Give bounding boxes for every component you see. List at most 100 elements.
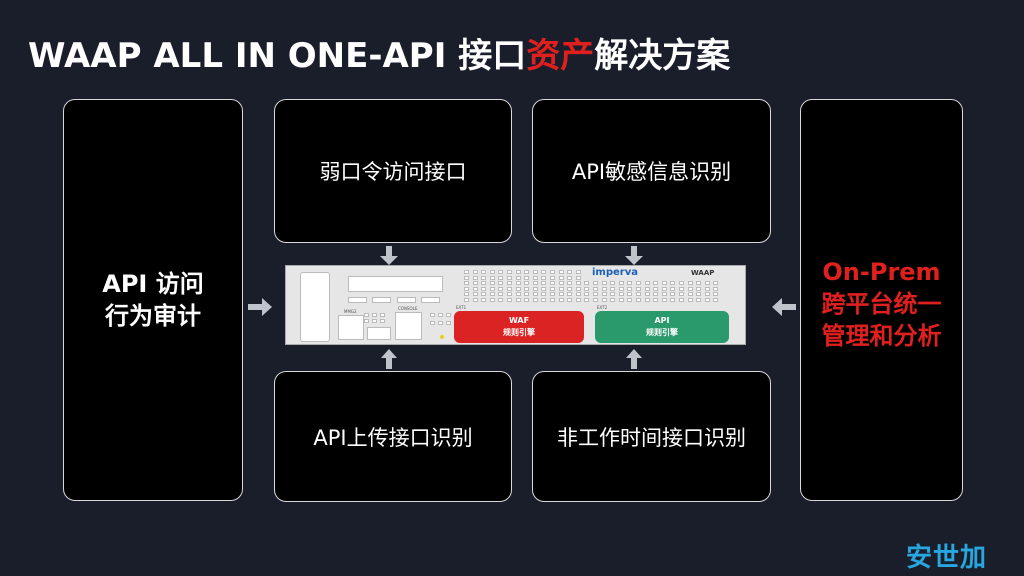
port [464, 275, 469, 280]
port [679, 292, 684, 297]
port [618, 281, 624, 286]
port [498, 298, 504, 302]
port [472, 298, 478, 302]
port [567, 286, 573, 291]
port [713, 281, 719, 286]
arrow-right-icon [248, 298, 272, 316]
port [696, 281, 702, 286]
port [464, 292, 469, 297]
port [575, 286, 581, 291]
indicator [446, 313, 451, 317]
port [601, 286, 607, 291]
port [481, 270, 487, 274]
port [524, 270, 530, 274]
port [636, 286, 641, 291]
port [670, 298, 676, 302]
port [489, 292, 495, 297]
port [575, 275, 581, 280]
port [575, 281, 581, 286]
port [687, 292, 693, 297]
ext2-label: EXT2 [597, 305, 608, 310]
port [489, 270, 495, 274]
port [481, 281, 487, 286]
port [687, 281, 693, 286]
port [696, 292, 702, 297]
port [696, 298, 702, 302]
port [653, 286, 659, 291]
port [481, 275, 487, 280]
port [610, 292, 616, 297]
ext1-label: EXT1 [456, 305, 467, 310]
port [558, 298, 564, 302]
indicator [438, 321, 443, 325]
port [704, 286, 710, 291]
port [644, 286, 650, 291]
port [515, 286, 521, 291]
port [532, 286, 538, 291]
port [584, 292, 590, 297]
indicator [364, 319, 369, 323]
port [593, 281, 598, 286]
indicator [380, 313, 385, 317]
port [567, 275, 573, 280]
port [558, 281, 564, 286]
port [575, 270, 581, 274]
port [498, 292, 504, 297]
port [489, 298, 495, 302]
port [567, 298, 573, 302]
port [498, 275, 504, 280]
port [696, 286, 702, 291]
port [653, 292, 659, 297]
port [627, 281, 633, 286]
port [661, 292, 667, 297]
weak-password-box: 弱口令访问接口 [274, 99, 512, 243]
port [584, 286, 590, 291]
port [532, 292, 538, 297]
port [558, 275, 564, 280]
port [515, 270, 521, 274]
port [593, 298, 598, 302]
port [670, 281, 676, 286]
port [541, 270, 547, 274]
port [524, 286, 530, 291]
port [679, 286, 684, 291]
sensitive-info-box: API敏感信息识别 [532, 99, 771, 243]
port [618, 292, 624, 297]
port [532, 275, 538, 280]
port [532, 298, 538, 302]
port [515, 275, 521, 280]
port [507, 275, 512, 280]
port [575, 292, 581, 297]
port [704, 281, 710, 286]
port [627, 292, 633, 297]
port [636, 292, 641, 297]
port [653, 281, 659, 286]
arrow-up-icon [626, 349, 642, 369]
port [567, 292, 573, 297]
imperva-logo: imperva [592, 267, 638, 278]
port [610, 286, 616, 291]
port [713, 286, 719, 291]
port [584, 281, 590, 286]
port [472, 275, 478, 280]
port [507, 281, 512, 286]
port [644, 298, 650, 302]
port [550, 270, 555, 274]
port [653, 298, 659, 302]
indicator [380, 319, 385, 323]
port [524, 281, 530, 286]
indicator [446, 321, 451, 325]
indicator [430, 313, 435, 317]
arrow-left-icon [772, 298, 796, 316]
port [524, 292, 530, 297]
port [541, 298, 547, 302]
port [636, 281, 641, 286]
indicator [372, 313, 377, 317]
port [472, 270, 478, 274]
port [489, 286, 495, 291]
port [567, 281, 573, 286]
port [498, 286, 504, 291]
port [481, 286, 487, 291]
